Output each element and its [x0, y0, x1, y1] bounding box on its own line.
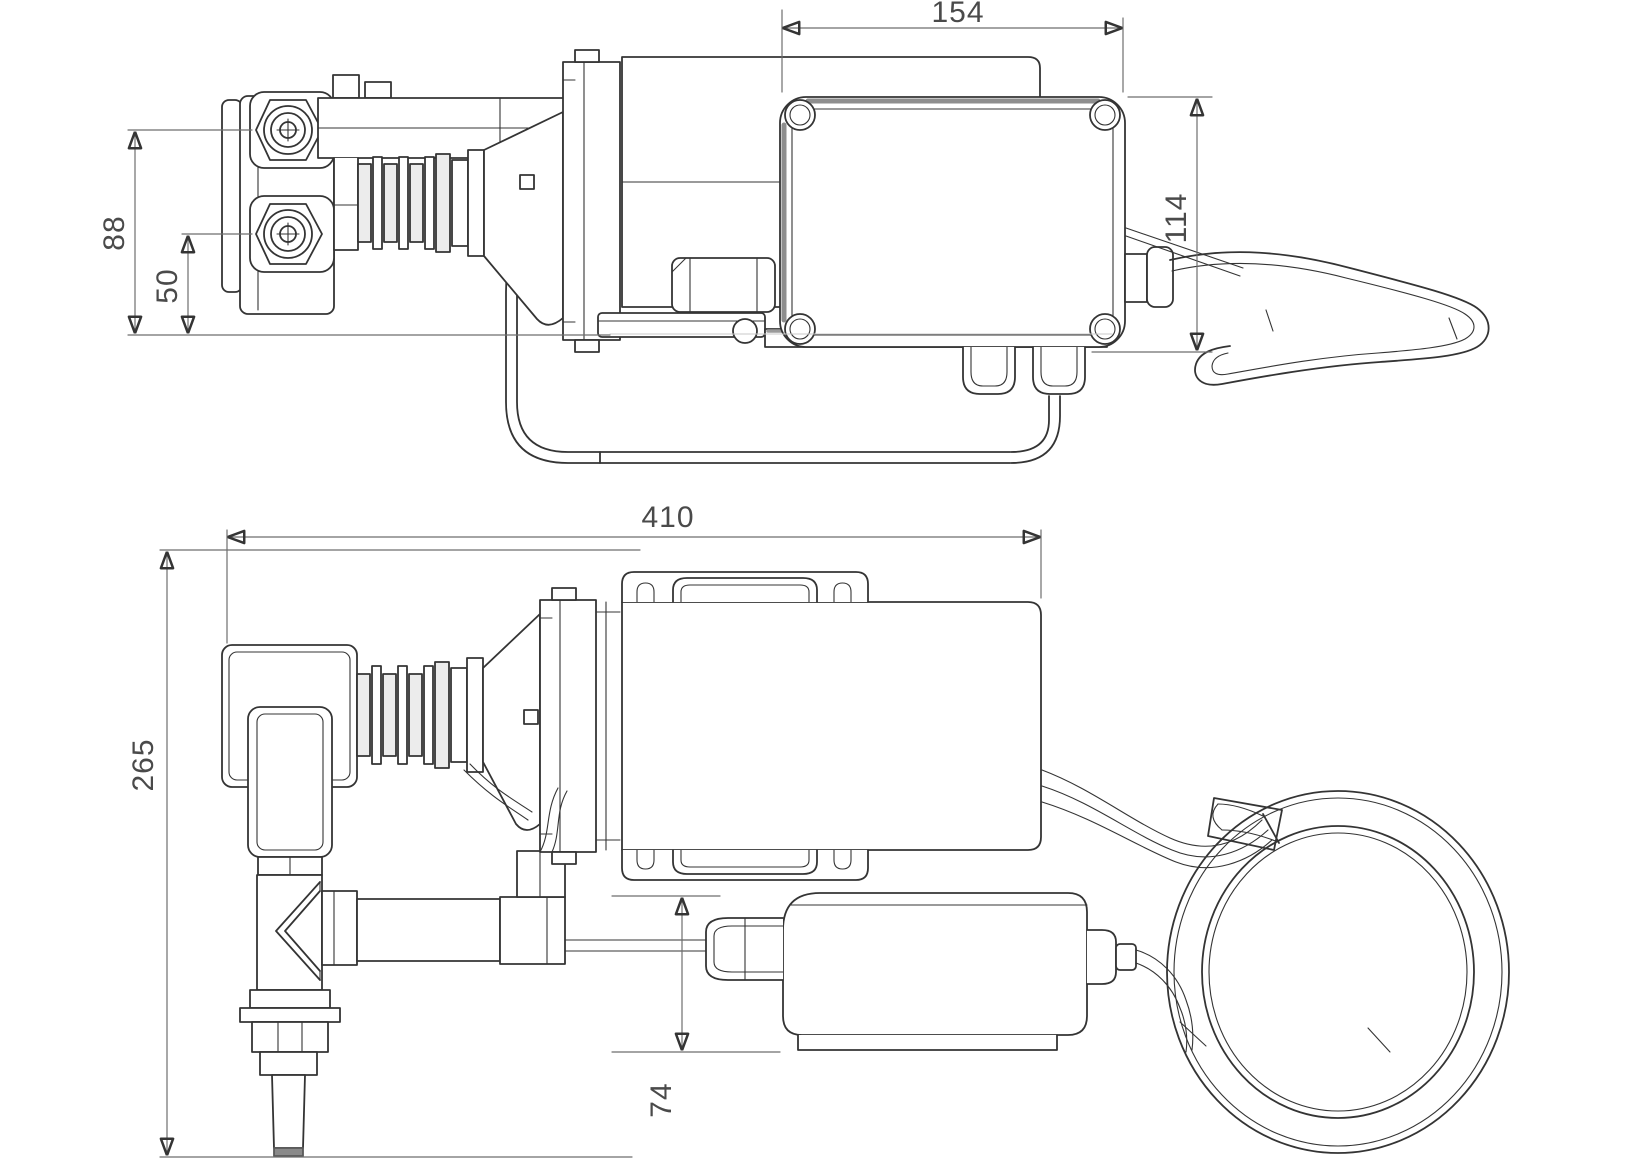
mounting-bracket-bottom — [621, 849, 869, 881]
valve-head — [221, 91, 335, 315]
cable-strap — [1124, 227, 1490, 386]
junction-box — [779, 96, 1126, 395]
dimension-50: 50 — [151, 233, 253, 332]
dimension-265: 265 — [127, 549, 641, 1158]
bellows-coupling-plan — [356, 587, 621, 865]
motor-housing-plan — [621, 571, 1042, 881]
dimension-label: 265 — [127, 738, 160, 791]
view-plan: 410 265 74 — [127, 501, 1510, 1158]
hex-port-upper — [255, 99, 323, 161]
dimension-label: 50 — [151, 268, 184, 303]
cable-coil — [1166, 790, 1510, 1154]
control-box — [564, 892, 1194, 1053]
bellows-coupling — [317, 74, 589, 326]
dimension-88: 88 — [98, 129, 1113, 336]
dimension-114: 114 — [1091, 96, 1213, 353]
dimension-label: 74 — [645, 1082, 678, 1117]
dimension-410: 410 — [226, 501, 1042, 644]
mounting-bracket-top — [621, 571, 869, 603]
tee-arrow — [275, 881, 321, 981]
view-side-elevation: 88 50 154 114 — [98, 0, 1490, 464]
motor-wires — [1041, 769, 1273, 869]
dimension-label: 88 — [98, 215, 131, 250]
dimension-label: 114 — [1160, 193, 1193, 244]
outlet-pipe-assembly — [221, 644, 566, 1157]
dimension-74: 74 — [611, 895, 781, 1118]
dimension-154: 154 — [781, 0, 1124, 93]
hex-port-lower — [255, 203, 323, 265]
dimension-label: 154 — [931, 0, 984, 29]
dimension-label: 410 — [641, 501, 694, 534]
